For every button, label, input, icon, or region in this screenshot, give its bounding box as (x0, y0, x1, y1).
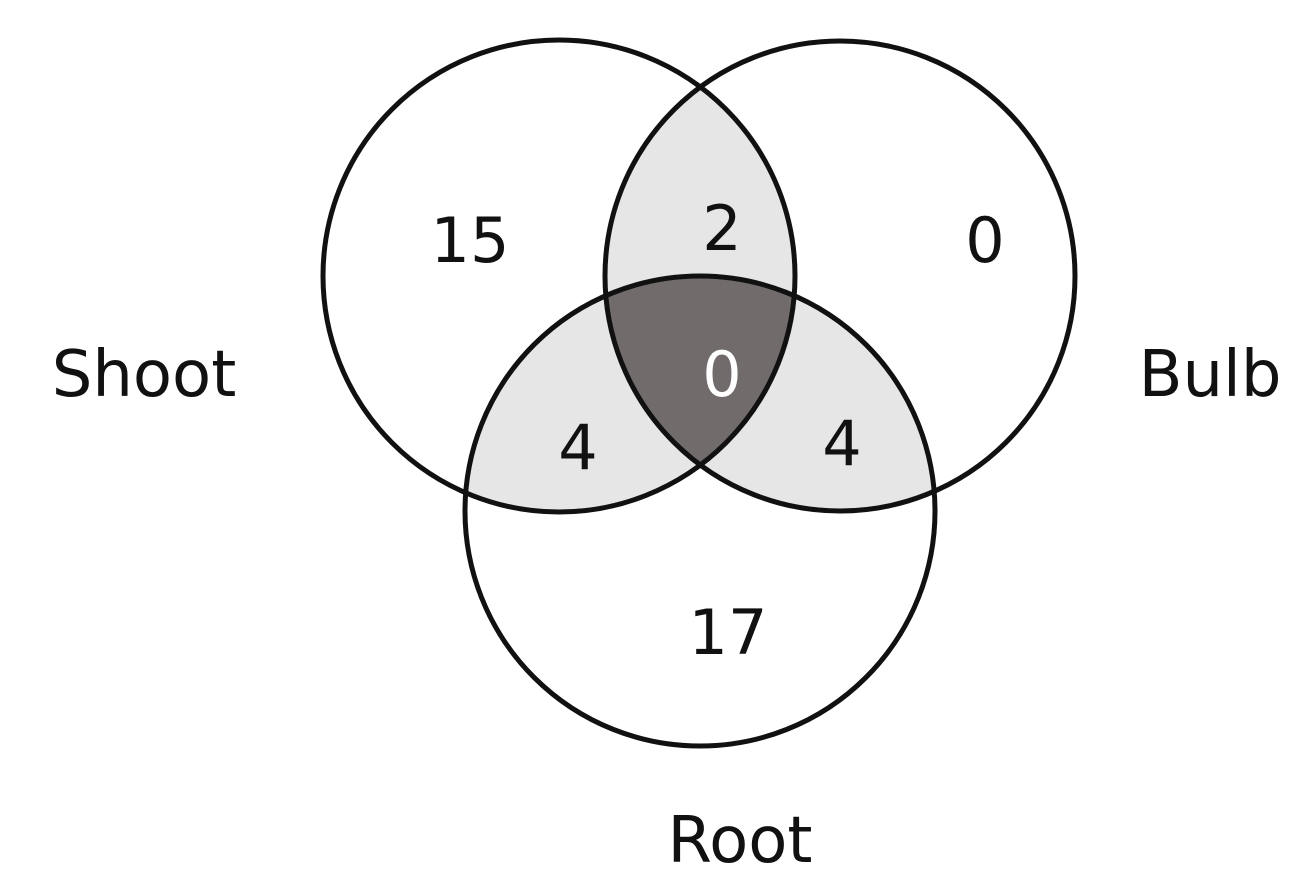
count-all-three: 0 (702, 338, 741, 411)
count-root-only: 17 (689, 596, 768, 669)
root-circle (462, 273, 938, 749)
label-root: Root (668, 804, 813, 878)
count-shoot-bulb: 2 (702, 192, 741, 265)
bulb-root-overlap (605, 276, 935, 511)
bulb-circle (602, 38, 1078, 514)
shoot-circle (320, 37, 798, 515)
label-bulb: Bulb (1139, 338, 1282, 412)
count-shoot-root: 4 (558, 411, 597, 484)
label-shoot: Shoot (52, 338, 237, 412)
count-bulb-only: 0 (965, 204, 1004, 277)
count-shoot-only: 15 (431, 204, 510, 277)
count-bulb-root: 4 (822, 407, 861, 480)
